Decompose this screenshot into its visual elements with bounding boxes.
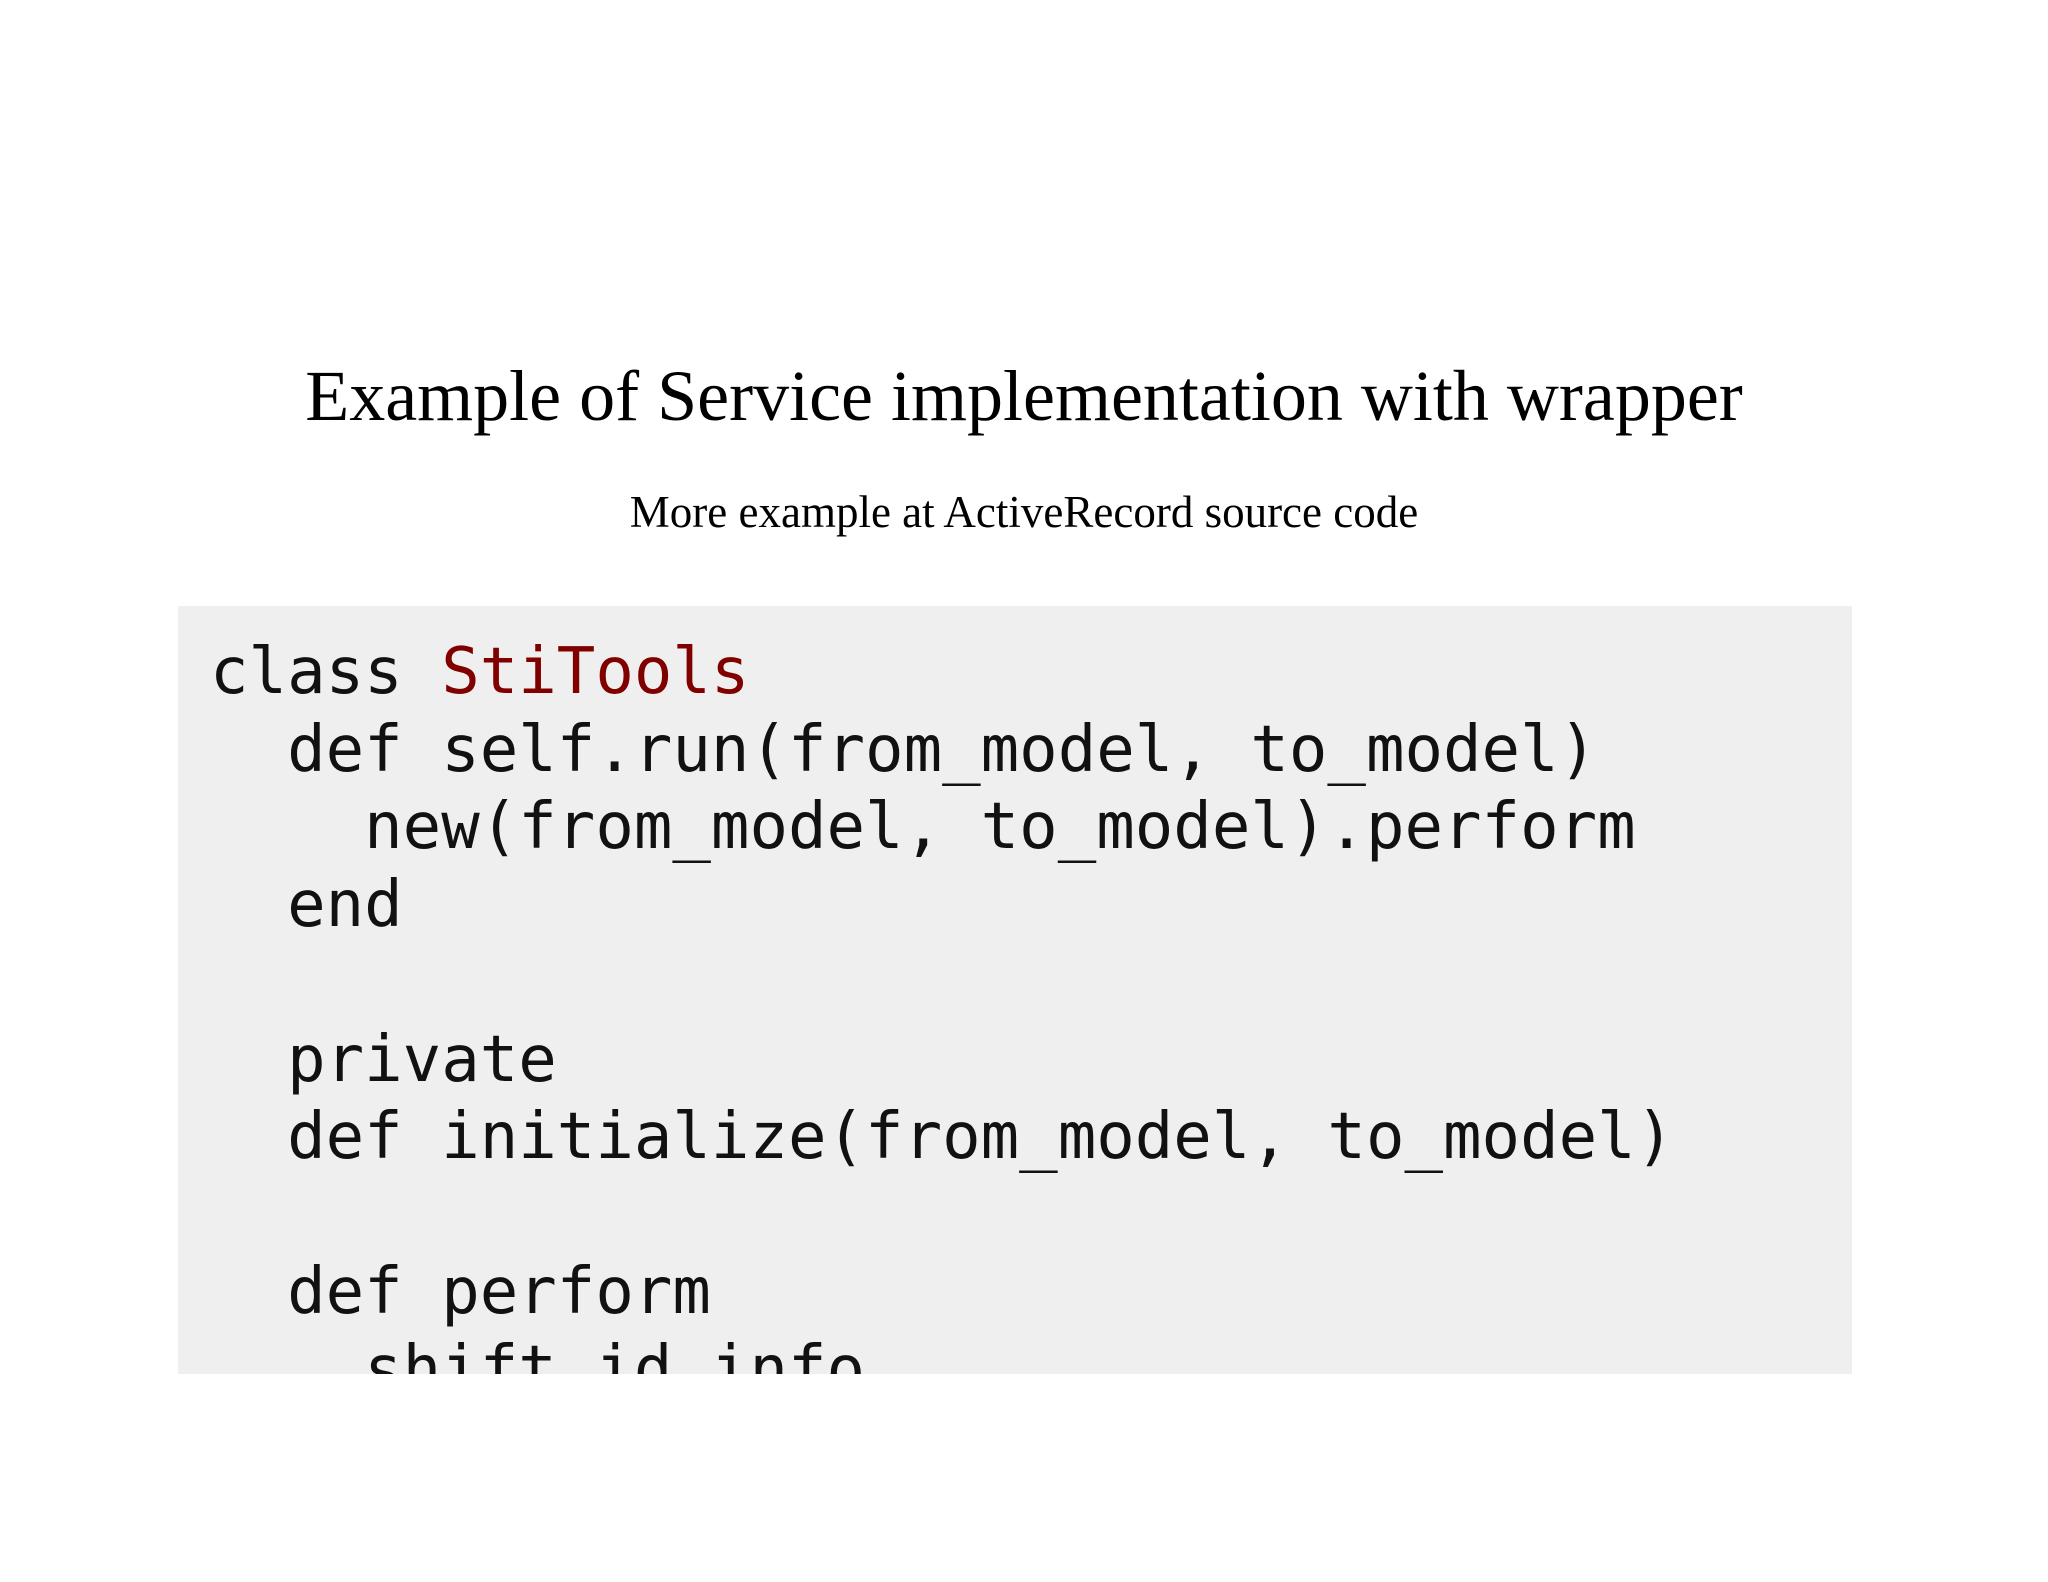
slide-title: Example of Service implementation with w…	[305, 356, 1743, 436]
code-line-2: def self.run(from_model, to_model)	[210, 712, 1598, 787]
code-lines: class StiTools def self.run(from_model, …	[178, 606, 1852, 1374]
code-line-3: new(from_model, to_model).perform	[210, 790, 1636, 864]
slide-subtitle: More example at ActiveRecord source code	[629, 487, 1419, 537]
code-block: class StiTools def self.run(from_model, …	[178, 606, 1852, 1374]
code-line-7: def initialize(from_model, to_model)	[210, 1100, 1675, 1174]
class-keyword: class	[210, 635, 442, 709]
code-line-5	[210, 944, 1852, 1022]
code-line-8	[210, 1177, 1852, 1255]
code-line-4: end	[210, 867, 403, 942]
class-name: StiTools	[441, 635, 750, 709]
code-line-6: private	[210, 1022, 557, 1097]
code-line-1: class StiTools	[210, 634, 1852, 712]
code-line-9: def perform	[210, 1255, 711, 1329]
code-line-10: shift_id_info	[210, 1332, 866, 1375]
